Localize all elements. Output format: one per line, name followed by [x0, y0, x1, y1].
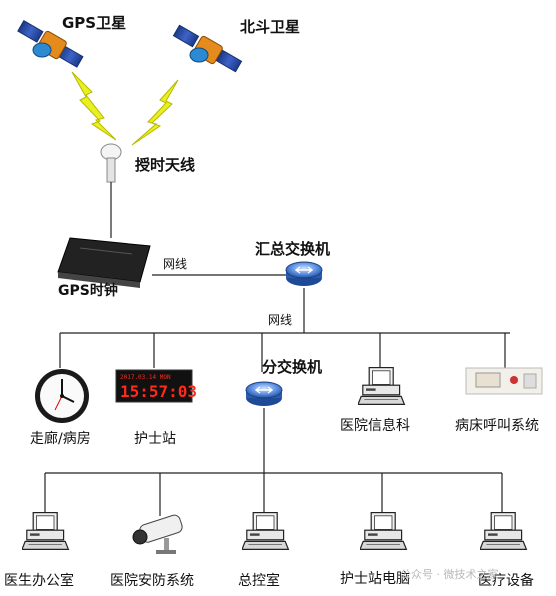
beidou-satellite-icon — [172, 24, 243, 73]
security-label: 医院安防系统 — [110, 573, 194, 589]
security-camera-icon — [132, 514, 183, 554]
wall-clock-icon — [35, 369, 89, 423]
dist-switch-label: 分交换机 — [262, 358, 322, 376]
lightning-left-icon — [71, 71, 117, 141]
control-room-label: 总控室 — [238, 572, 280, 589]
gps-satellite-label: GPS卫星 — [62, 14, 126, 32]
control-room-computer-icon — [242, 511, 290, 551]
core-switch-label: 汇总交换机 — [255, 240, 330, 258]
bed-call-label: 病床呼叫系统 — [455, 418, 539, 434]
led-time-text: 15:57:03 — [120, 382, 197, 401]
link-label-1: 网线 — [163, 257, 187, 271]
med-info-computer-icon — [358, 367, 405, 405]
led-date-text: 2017.03.14 MON — [120, 374, 171, 381]
doctor-office-computer-icon — [22, 511, 70, 551]
nurse-pc-computer-icon — [360, 511, 408, 551]
link-label-2: 网线 — [268, 313, 292, 327]
med-equipment-label: 医疗设备 — [478, 572, 534, 589]
antenna-icon — [100, 143, 122, 183]
gps-clock-device-icon — [57, 237, 151, 288]
nurse-pc-label: 护士站电脑 — [340, 571, 410, 587]
led-clock-icon: 2017.03.14 MON 15:57:03 — [115, 369, 197, 403]
gps-clock-label: GPS时钟 — [58, 282, 118, 299]
dist-switch-icon — [245, 381, 283, 407]
corridor-label: 走廊/病房 — [30, 430, 91, 447]
med-equipment-computer-icon — [480, 511, 528, 551]
nurse-station-label: 护士站 — [134, 431, 176, 447]
watermark-text: 公众号 · 微技术之家 — [400, 567, 499, 581]
med-info-label: 医院信息科 — [340, 417, 410, 434]
bed-call-device-icon — [465, 367, 543, 395]
gps-satellite-icon — [17, 19, 84, 68]
doctor-office-label: 医生办公室 — [4, 572, 74, 589]
antenna-label: 授时天线 — [135, 156, 195, 174]
core-switch-icon — [285, 261, 323, 287]
lightning-right-icon — [131, 79, 179, 146]
beidou-satellite-label: 北斗卫星 — [240, 18, 300, 36]
